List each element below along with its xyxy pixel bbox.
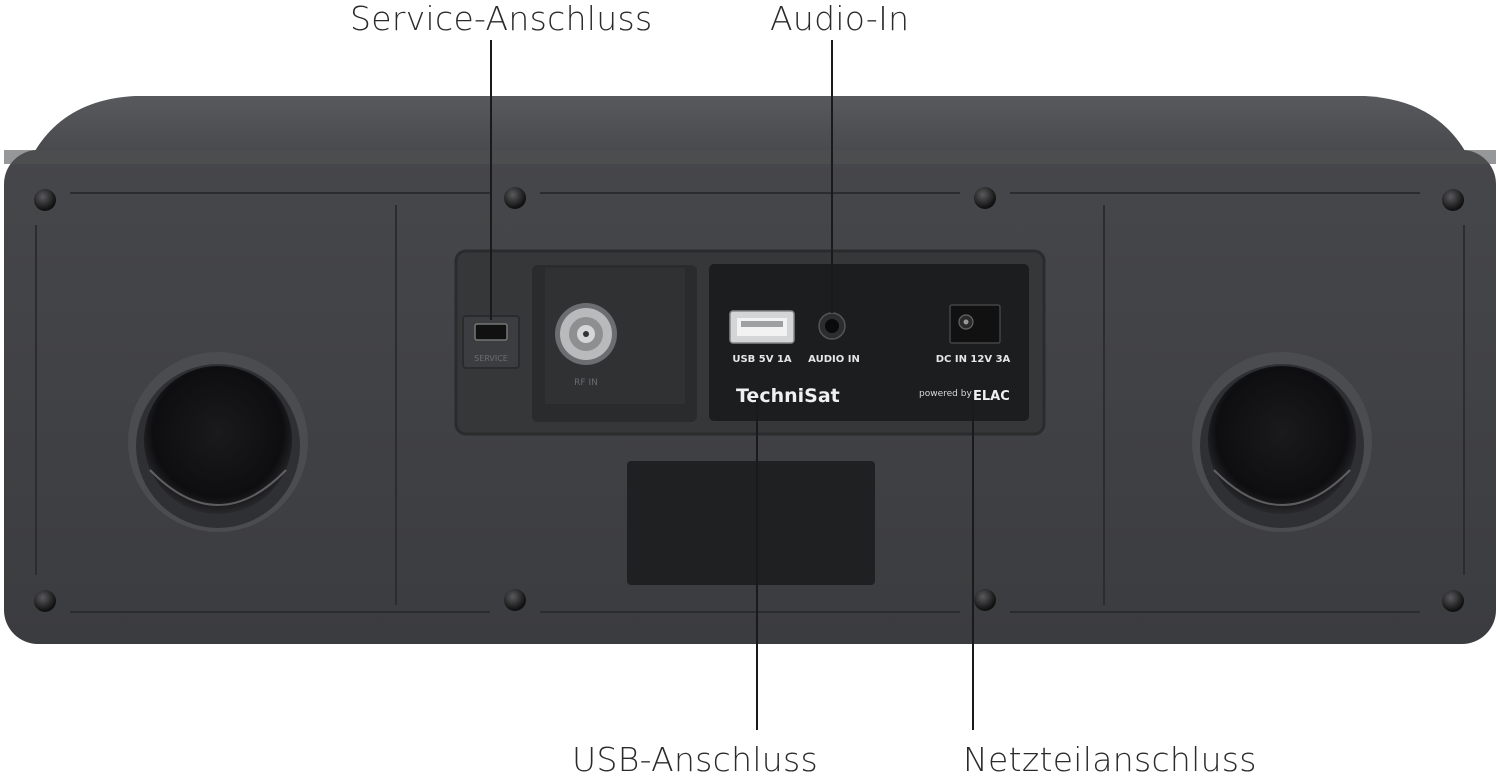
dc-in-label: DC IN 12V 3A	[936, 354, 1011, 365]
rf-in-connector[interactable]	[555, 303, 617, 365]
io-panel	[709, 264, 1029, 421]
technisat-logo: TechniSat	[736, 385, 840, 407]
service-port[interactable]	[462, 315, 520, 369]
audio-in-jack[interactable]	[818, 312, 846, 340]
callout-audio-in: Audio-In	[770, 0, 910, 38]
bass-port-left	[128, 352, 308, 532]
callout-usb-anschluss: USB-Anschluss	[572, 740, 819, 779]
bass-port-right	[1192, 352, 1372, 532]
service-port-label: SERVICE	[474, 354, 508, 363]
usb-port[interactable]	[729, 310, 795, 344]
dc-in-jack[interactable]	[949, 304, 1001, 344]
housing-grooves	[35, 192, 1465, 613]
rf-in-label: RF IN	[574, 378, 598, 388]
housing-top	[30, 96, 1470, 160]
screws	[34, 187, 1464, 612]
usb-port-label: USB 5V 1A	[732, 354, 792, 365]
callout-leaders	[490, 40, 974, 730]
audio-in-label: AUDIO IN	[808, 354, 860, 365]
powered-by-text: powered by	[919, 389, 972, 399]
elac-logo: ELAC	[973, 389, 1010, 404]
callout-service-anschluss: Service-Anschluss	[350, 0, 653, 38]
callout-netzteilanschluss: Netzteilanschluss	[963, 740, 1257, 779]
label-recess	[627, 461, 875, 585]
